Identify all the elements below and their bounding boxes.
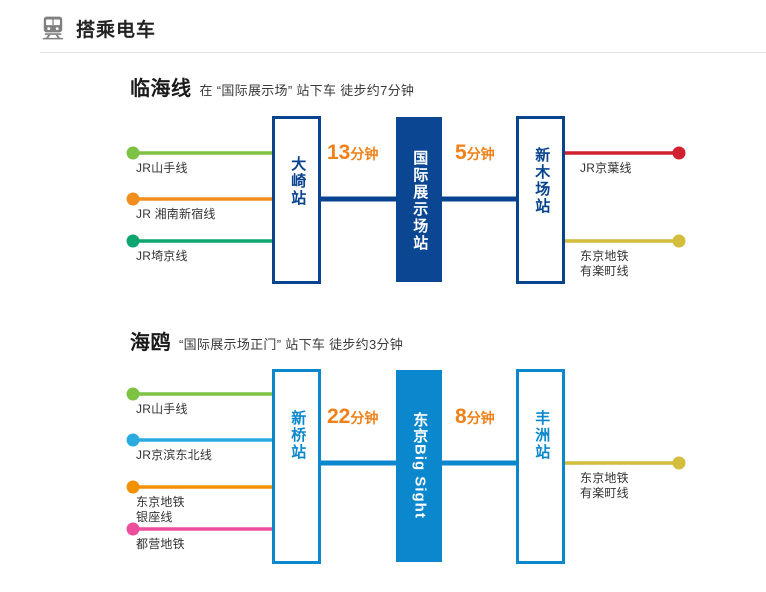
duration-value: 8 (455, 405, 467, 428)
feeder-lines-right-yurikamome (562, 456, 686, 470)
station-box-kokusai (396, 117, 442, 282)
duration-bigsight-to-toyosu: 8分钟 (455, 405, 495, 429)
station-box-shimbashi (272, 369, 321, 564)
feeder-label-jr-yamanote-2: JR山手线 (136, 402, 188, 416)
page-header: 搭乘电车 (40, 10, 746, 46)
station-box-tokyo-big-sight (396, 370, 442, 562)
section-title-yurikamome: 海鸥 “国际展示场正门” 站下车 徒步约3分钟 (130, 326, 403, 355)
feeder-label-jr-shonan-shinjuku: JR 湘南新宿线 (136, 207, 216, 221)
duration-unit: 分钟 (350, 146, 379, 162)
feeder-lines-left-rinkai (126, 146, 274, 248)
header-divider (40, 52, 766, 53)
page-title: 搭乘电车 (76, 19, 157, 41)
feeder-label-tokyo-metro-yurakucho-1: 东京地铁 有楽町线 (580, 249, 629, 278)
feeder-label-jr-keihin-tohoku: JR京滨东北线 (136, 448, 213, 462)
duration-kokusai-to-shinkiba: 5分钟 (455, 141, 495, 165)
duration-shimbashi-to-bigsight: 22分钟 (327, 405, 378, 429)
duration-value: 5 (455, 141, 467, 164)
duration-osaki-to-kokusai: 13分钟 (327, 141, 378, 165)
station-box-osaki (272, 116, 321, 284)
feeder-label-jr-keiyo: JR京葉线 (580, 161, 632, 175)
section-subtitle-rinkai: 在 “国际展示场” 站下车 徒步约7分钟 (199, 83, 415, 98)
section-subtitle-yurikamome: “国际展示场正门” 站下车 徒步约3分钟 (179, 337, 404, 352)
feeder-label-jr-saikyo: JR埼京线 (136, 249, 188, 263)
section-name-yurikamome: 海鸥 (130, 332, 171, 354)
feeder-label-tokyo-metro-ginza: 东京地铁 银座线 (136, 495, 185, 524)
feeder-lines-left-yurikamome (126, 387, 274, 536)
station-box-shinkiba (516, 116, 565, 284)
duration-value: 22 (327, 405, 351, 428)
section-title-rinkai: 临海线 在 “国际展示场” 站下车 徒步约7分钟 (130, 72, 414, 101)
feeder-label-jr-yamanote-1: JR山手线 (136, 161, 188, 175)
section-name-rinkai: 临海线 (130, 78, 192, 100)
feeder-label-toei-subway: 都营地铁 (136, 537, 185, 551)
duration-unit: 分钟 (466, 410, 495, 426)
duration-value: 13 (327, 141, 351, 164)
duration-unit: 分钟 (466, 146, 495, 162)
duration-unit: 分钟 (350, 410, 379, 426)
station-box-toyosu (516, 369, 565, 564)
feeder-lines-right-rinkai (562, 146, 686, 248)
feeder-label-tokyo-metro-yurakucho-2: 东京地铁 有楽町线 (580, 471, 629, 500)
train-icon (40, 15, 66, 41)
